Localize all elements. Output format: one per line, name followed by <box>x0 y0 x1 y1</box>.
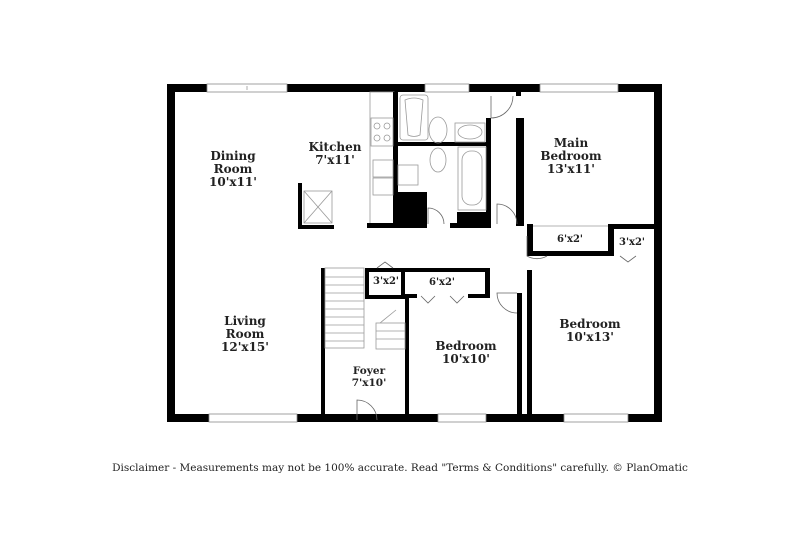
room-name: Bedroom <box>435 339 497 353</box>
room-dimensions: 13'x11' <box>547 162 595 176</box>
room-dimensions: 7'x11' <box>315 153 355 167</box>
room-dimensions: 7'x10' <box>351 377 387 389</box>
bath-fixtures <box>370 94 487 211</box>
room-label-foyer: Foyer 7'x10' <box>352 365 387 389</box>
room-dimensions: 12'x15' <box>221 340 269 354</box>
room-dimensions: 10'x10' <box>442 352 490 366</box>
room-label-kitchen: Kitchen 7'x11' <box>309 141 362 167</box>
room-name: Foyer <box>352 365 386 377</box>
closet-label-bedroom-2: 6'x2' <box>428 277 456 288</box>
room-label-bedroom-3: Bedroom 10'x13' <box>559 318 620 344</box>
room-label-main-bedroom: Main Bedroom 13'x11' <box>540 137 601 176</box>
staircase <box>324 267 406 350</box>
room-name: Bedroom <box>540 149 602 163</box>
room-name: Dining <box>210 149 256 163</box>
closet-label-hall-right: 3'x2' <box>618 237 646 248</box>
doors <box>356 95 637 421</box>
room-dimensions: 10'x13' <box>566 330 614 344</box>
room-name: Main <box>553 136 589 150</box>
room-label-living-room: Living Room 12'x15' <box>221 315 269 354</box>
room-name: Kitchen <box>308 140 362 154</box>
closet-label-main-bedroom: 6'x2' <box>556 234 584 245</box>
room-name: Living <box>224 314 266 328</box>
room-label-dining-room: Dining Room 10'x11' <box>209 150 257 189</box>
room-label-bedroom-2: Bedroom 10'x10' <box>435 340 496 366</box>
room-name: Room <box>213 162 253 176</box>
room-dimensions: 10'x11' <box>209 175 257 189</box>
interior-walls <box>298 91 654 420</box>
room-name: Room <box>225 327 265 341</box>
exterior-walls <box>167 84 662 422</box>
windows <box>206 83 629 423</box>
room-name: Bedroom <box>559 317 621 331</box>
disclaimer-text: Disclaimer - Measurements may not be 100… <box>112 462 688 474</box>
closet-label-foyer: 3'x2' <box>372 276 400 287</box>
